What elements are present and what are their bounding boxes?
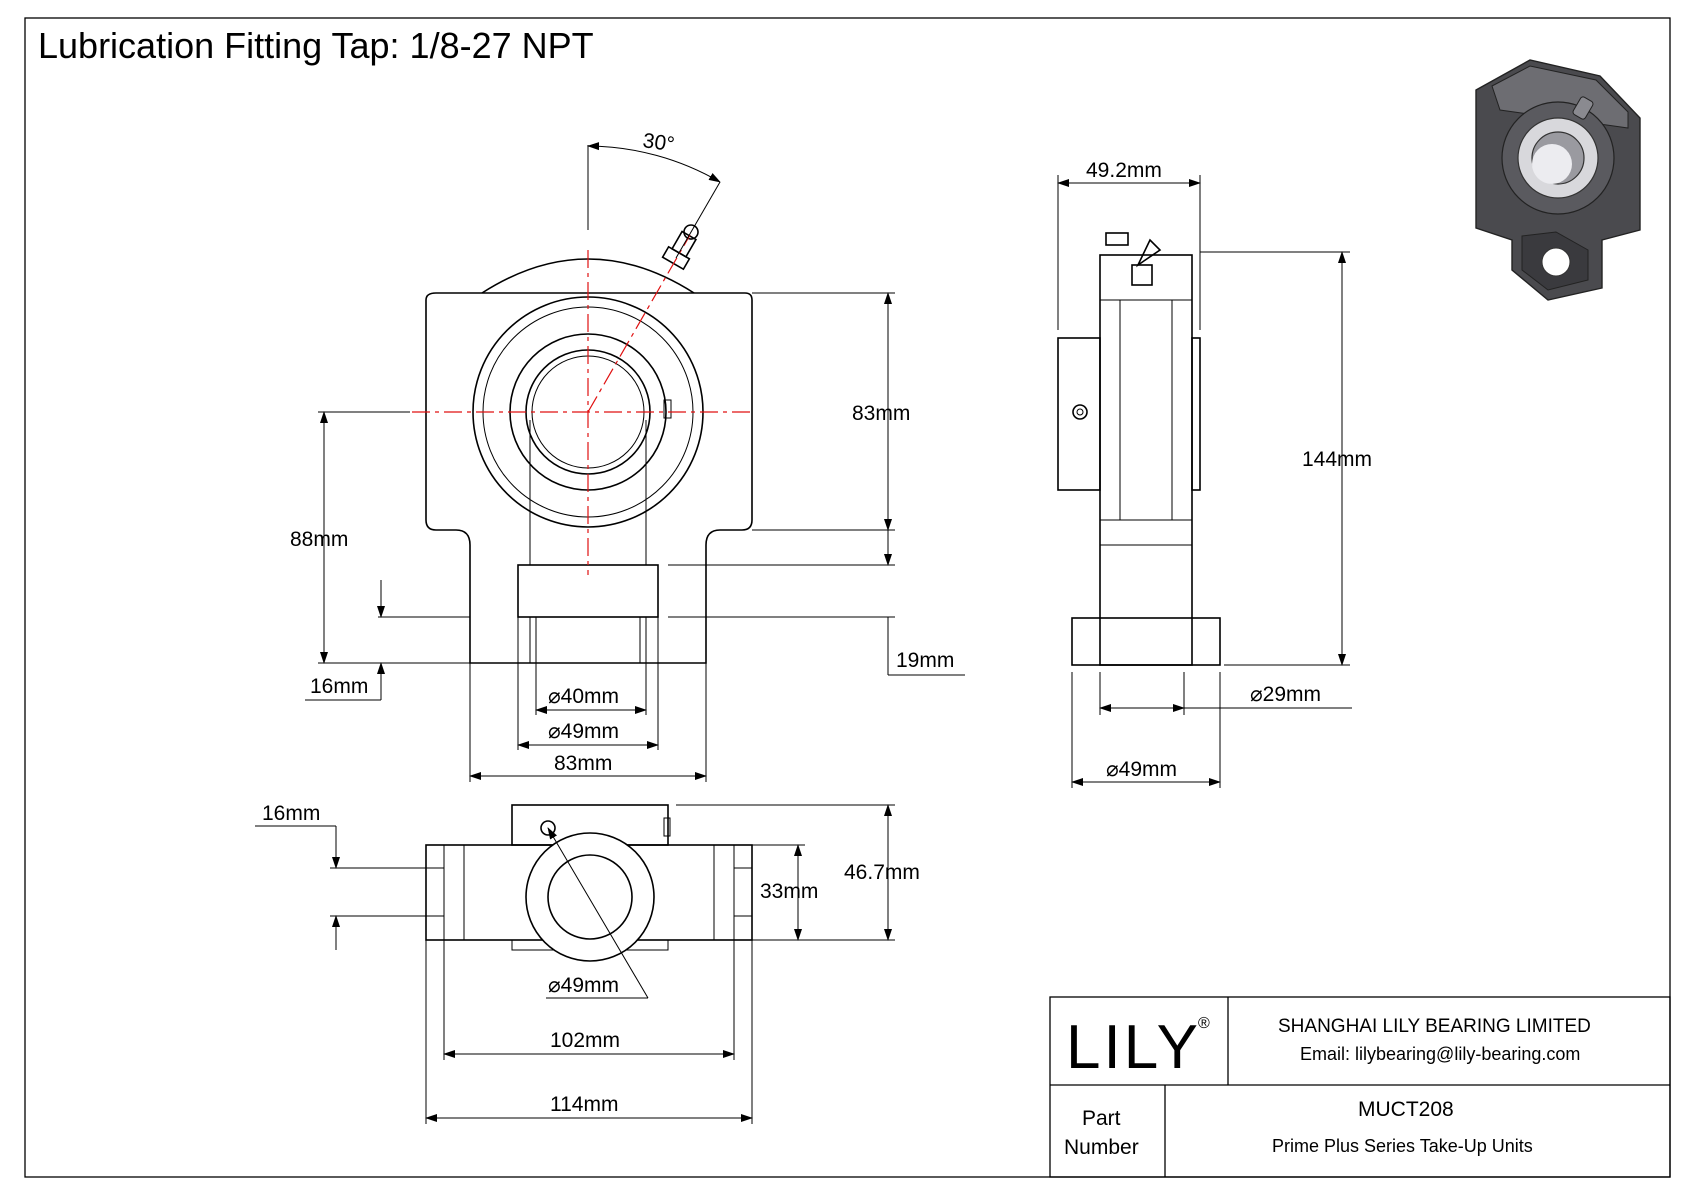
part-label-line1: Part bbox=[1082, 1107, 1121, 1130]
part-label-line2: Number bbox=[1064, 1136, 1139, 1159]
company-email: Email: lilybearing@lily-bearing.com bbox=[1300, 1044, 1580, 1064]
angle-arc bbox=[587, 142, 721, 183]
dim-label-16-top: 16mm bbox=[262, 802, 320, 825]
registered-mark: ® bbox=[1198, 1015, 1210, 1032]
dim-label-46-7: 46.7mm bbox=[844, 861, 920, 884]
housing-outline bbox=[425, 292, 753, 664]
top-collar bbox=[525, 832, 655, 962]
dim-label-49-front: ⌀49mm bbox=[548, 720, 619, 743]
set-screw-icon bbox=[1072, 404, 1088, 420]
side-body bbox=[1099, 254, 1193, 666]
dim-label-83-horiz: 83mm bbox=[554, 752, 612, 775]
dim-label-33: 33mm bbox=[760, 880, 818, 903]
side-base bbox=[1071, 617, 1221, 666]
part-number: MUCT208 bbox=[1358, 1098, 1454, 1121]
drawing-title: Lubrication Fitting Tap: 1/8-27 NPT bbox=[38, 25, 594, 66]
side-flange-left bbox=[1057, 337, 1101, 491]
dim-label-16-front: 16mm bbox=[310, 675, 368, 698]
company-logo: LILY bbox=[1066, 1013, 1201, 1082]
side-view: 49.2mm 144mm ⌀29mm ⌀49mm bbox=[1057, 159, 1372, 788]
dim-label-114: 114mm bbox=[550, 1093, 618, 1116]
dim-label-83-vert: 83mm bbox=[852, 402, 910, 425]
dim-label-49-top: ⌀49mm bbox=[548, 974, 619, 997]
company-name: SHANGHAI LILY BEARING LIMITED bbox=[1278, 1016, 1591, 1037]
dim-label-40: ⌀40mm bbox=[548, 685, 619, 708]
dim-label-49-2: 49.2mm bbox=[1086, 159, 1162, 182]
side-flange-right bbox=[1191, 337, 1201, 491]
top-view: 16mm 33mm 46.7mm ⌀49mm 102mm 114mm bbox=[255, 802, 920, 1124]
product-thumbnail bbox=[1475, 59, 1641, 301]
leader-49-top bbox=[547, 827, 649, 999]
centerline-fitting bbox=[587, 234, 691, 413]
side-grease-fitting-icon bbox=[1105, 232, 1162, 286]
dim-label-19: 19mm bbox=[896, 649, 954, 672]
dim-label-88: 88mm bbox=[290, 528, 348, 551]
series-name: Prime Plus Series Take-Up Units bbox=[1272, 1136, 1533, 1156]
sheet-border bbox=[24, 17, 1671, 1178]
dim-label-49-side: ⌀49mm bbox=[1106, 758, 1177, 781]
front-view: 30° 83mm 88mm 16mm 19mm ⌀40mm ⌀49mm bbox=[290, 129, 965, 782]
dim-label-29: ⌀29mm bbox=[1250, 683, 1321, 706]
angle-label: 30° bbox=[641, 129, 676, 156]
set-screw-boss bbox=[663, 399, 672, 419]
top-bore bbox=[547, 854, 633, 940]
dim-label-102: 102mm bbox=[550, 1029, 620, 1052]
title-block: LILY ® SHANGHAI LILY BEARING LIMITED Ema… bbox=[1049, 996, 1671, 1178]
dim-label-144: 144mm bbox=[1302, 448, 1372, 471]
